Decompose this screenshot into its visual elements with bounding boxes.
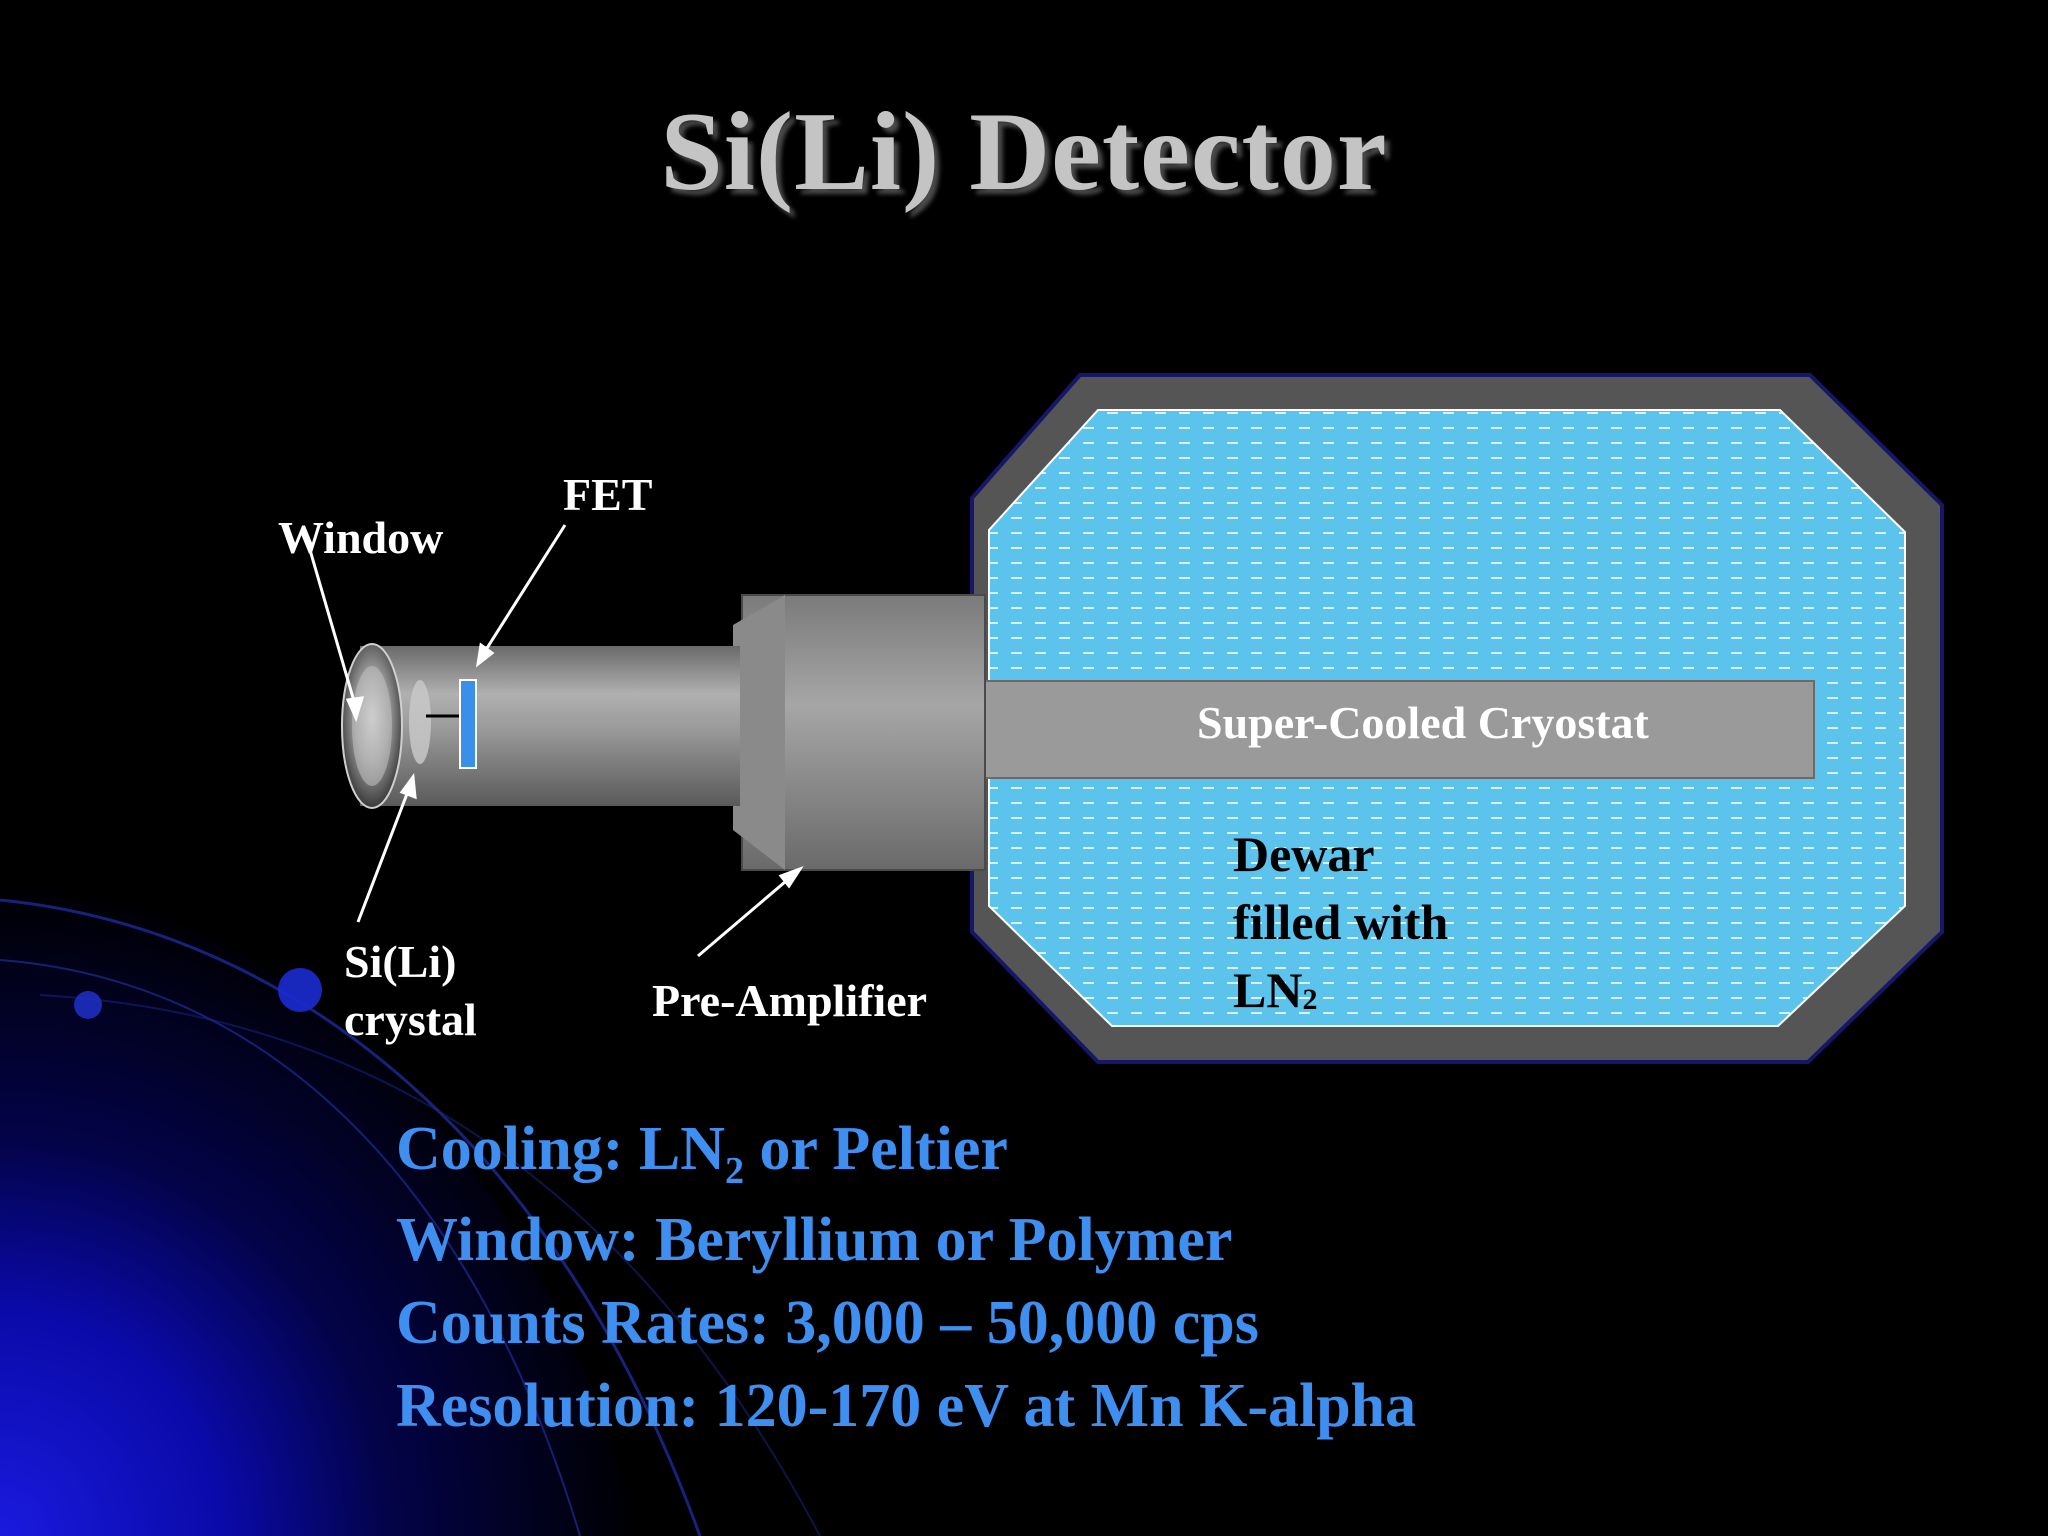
spec-resolution: Resolution: 120-170 eV at Mn K-alpha bbox=[396, 1372, 1417, 1440]
slide-title: Si(Li) Detector bbox=[660, 90, 1388, 214]
crystal-label-line2: crystal bbox=[344, 994, 477, 1045]
dewar-label-line3: LN2 bbox=[1233, 962, 1318, 1018]
fet-element bbox=[459, 679, 477, 769]
dewar-label-line2: filled with bbox=[1233, 894, 1449, 950]
fet-pointer bbox=[480, 524, 567, 657]
decor-dot bbox=[278, 968, 322, 1012]
dewar-label: Dewar filled with LN2 bbox=[1233, 820, 1448, 1032]
spec-cooling: Cooling: LN2 or Peltier bbox=[396, 1115, 1008, 1192]
decor-dot bbox=[74, 991, 102, 1019]
window-label: Window bbox=[278, 512, 444, 563]
preamp-taper bbox=[733, 595, 785, 870]
spec-list: Cooling: LN2 or Peltier Window: Berylliu… bbox=[396, 1108, 1416, 1448]
preamp-pointer bbox=[697, 874, 793, 958]
dewar-label-line1: Dewar bbox=[1233, 826, 1375, 882]
cryostat-label: Super-Cooled Cryostat bbox=[1197, 697, 1649, 748]
crystal-pointer bbox=[356, 785, 412, 923]
preamp-label: Pre-Amplifier bbox=[652, 975, 928, 1026]
cryostat-rod bbox=[979, 680, 1815, 779]
window-pointer bbox=[308, 549, 358, 709]
crystal-label: Si(Li) crystal bbox=[344, 933, 477, 1049]
fet-label: FET bbox=[563, 469, 653, 520]
sili-crystal bbox=[409, 680, 431, 764]
spec-window: Window: Beryllium or Polymer bbox=[396, 1206, 1233, 1274]
spec-counts: Counts Rates: 3,000 – 50,000 cps bbox=[396, 1289, 1259, 1357]
crystal-label-line1: Si(Li) bbox=[344, 936, 457, 987]
